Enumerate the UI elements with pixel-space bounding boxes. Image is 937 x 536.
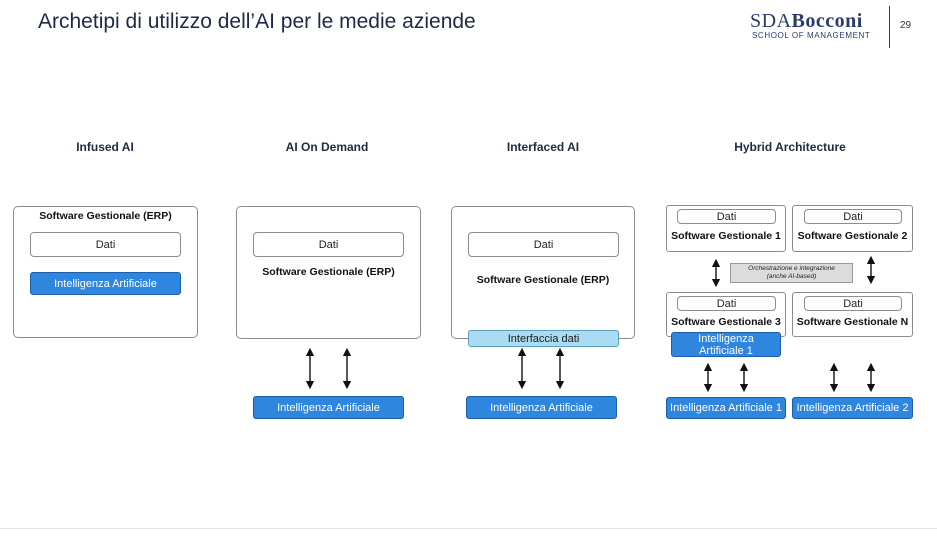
orchestration-line2: (anche AI-based) xyxy=(766,273,817,280)
interfaced-ai-box: Intelligenza Artificiale xyxy=(466,396,617,419)
interfaced-data-interface: Interfaccia dati xyxy=(468,330,619,347)
ondemand-dati-box: Dati xyxy=(253,232,404,257)
inner-ai-line2: Artificiale 1 xyxy=(699,344,753,357)
hybrid-sg1-label: Software Gestionale 1 xyxy=(671,230,781,242)
sda-bocconi-logo: SDABocconi xyxy=(750,10,863,32)
orchestration-line1: Orchestrazione e integrazione xyxy=(748,265,835,272)
page-number: 29 xyxy=(900,20,912,31)
heading-interfaced-ai: Interfaced AI xyxy=(506,140,580,154)
ondemand-erp-label: Software Gestionale (ERP) xyxy=(262,266,395,278)
heading-infused-ai: Infused AI xyxy=(76,140,134,154)
hybrid-ai2-box: Intelligenza Artificiale 2 xyxy=(792,397,913,419)
hybrid-sgn-dati: Dati xyxy=(804,296,902,311)
heading-ai-on-demand: AI On Demand xyxy=(285,140,369,154)
infused-ai-box: Intelligenza Artificiale xyxy=(30,272,181,295)
ondemand-ai-box: Intelligenza Artificiale xyxy=(253,396,404,419)
hybrid-sg3-label: Software Gestionale 3 xyxy=(671,316,781,328)
hybrid-orchestration-box: Orchestrazione e integrazione (anche AI-… xyxy=(730,263,853,283)
infused-erp-label: Software Gestionale (ERP) xyxy=(39,210,172,222)
header-divider xyxy=(889,6,890,48)
hybrid-sg2-label: Software Gestionale 2 xyxy=(797,230,908,242)
hybrid-inner-ai-box: Intelligenza Artificiale 1 xyxy=(671,332,781,357)
logo-school-subtitle: SCHOOL OF MANAGEMENT xyxy=(752,31,871,40)
hybrid-sg2-dati: Dati xyxy=(804,209,902,224)
interfaced-erp-box xyxy=(451,206,635,339)
interfaced-dati-box: Dati xyxy=(468,232,619,257)
hybrid-sg1-dati: Dati xyxy=(677,209,776,224)
ondemand-erp-box xyxy=(236,206,421,339)
page-title: Archetipi di utilizzo dell’AI per le med… xyxy=(38,10,476,33)
inner-ai-line1: Intelligenza xyxy=(698,332,754,345)
infused-dati-box: Dati xyxy=(30,232,181,257)
hybrid-sg3-dati: Dati xyxy=(677,296,776,311)
interfaced-erp-label: Software Gestionale (ERP) xyxy=(476,274,610,286)
hybrid-ai1-box: Intelligenza Artificiale 1 xyxy=(666,397,786,419)
footer-divider xyxy=(0,528,937,529)
heading-hybrid-architecture: Hybrid Architecture xyxy=(734,140,846,154)
hybrid-sgn-label: Software Gestionale N xyxy=(796,316,909,328)
